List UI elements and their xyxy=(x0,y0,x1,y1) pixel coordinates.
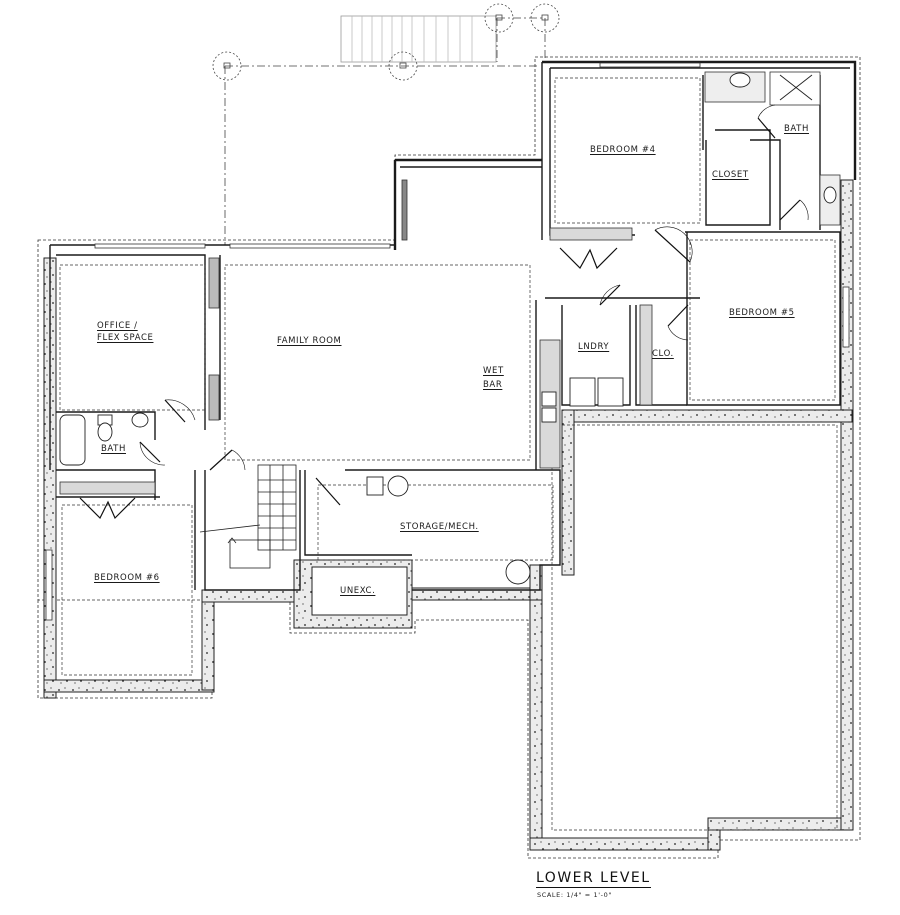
room-label-office-line1: OFFICE / xyxy=(97,321,138,331)
room-label-bedroom-6: BEDROOM #6 xyxy=(94,573,160,583)
room-label-wet-bar-line1: WET xyxy=(483,366,504,376)
doors xyxy=(79,104,809,520)
windows xyxy=(45,62,850,621)
room-label-storage: STORAGE/MECH. xyxy=(400,522,479,532)
cabinets xyxy=(59,71,841,495)
room-dashes xyxy=(59,77,838,831)
room-label-unexcavated: UNEXC. xyxy=(340,586,376,596)
room-label-closet: CLOSET xyxy=(712,170,749,180)
interior-walls xyxy=(49,60,857,591)
room-label-laundry: LNDRY xyxy=(578,342,610,352)
deck-outline xyxy=(340,15,497,63)
room-label-bedroom-4: BEDROOM #4 xyxy=(590,145,656,155)
room-label-wet-bar-line2: BAR xyxy=(483,380,503,390)
fixtures xyxy=(59,72,837,585)
room-label-bath-upper: BATH xyxy=(784,124,809,134)
room-label-bedroom-5: BEDROOM #5 xyxy=(729,308,795,318)
foundation-walls xyxy=(43,179,854,851)
plan-title: LOWER LEVEL xyxy=(536,870,651,888)
stairs xyxy=(199,464,297,569)
room-label-family-room: FAMILY ROOM xyxy=(277,336,342,346)
room-label-clo: CLO. xyxy=(652,349,674,359)
room-label-bath-lower: BATH xyxy=(101,444,126,454)
deck-posts xyxy=(212,3,560,245)
plan-scale: SCALE: 1/4" = 1'-0" xyxy=(537,891,612,899)
room-label-office-line2: FLEX SPACE xyxy=(97,333,154,343)
